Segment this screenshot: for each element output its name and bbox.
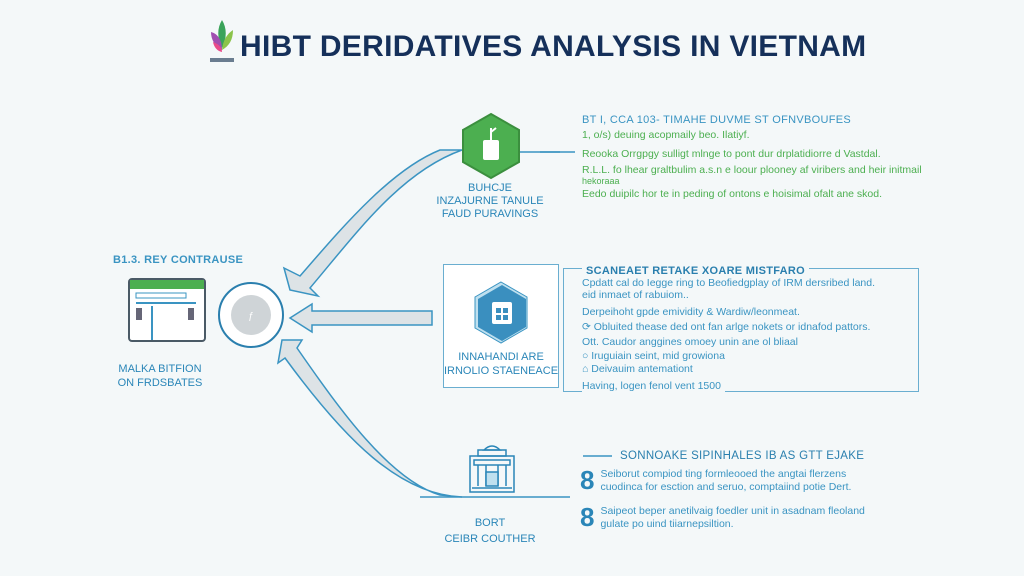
top-label: BUHCJE INZAJURNE TANULE FAUD PURAVINGS <box>420 182 560 221</box>
list-item-line: Seiborut compiod ting formleooed the ang… <box>600 467 847 480</box>
left-label-line: ON FRDSBATES <box>117 377 203 389</box>
brand-logo <box>210 20 234 62</box>
list-item: 1, o/s) deuing acopmaily beo. Ilatiyf. <box>582 129 750 141</box>
list-item: 8 Seiborut compiod ting formleooed the a… <box>580 465 865 496</box>
svg-text:ƒ: ƒ <box>248 311 254 322</box>
middle-heading-text: SCANEAET RETAKE XOARE MISTFARO <box>586 265 806 277</box>
middle-text-block: Cpdatt cal do Iegge ring to Beofiedgplay… <box>582 277 875 394</box>
list-item: Cpdatt cal do Iegge ring to Beofiedgplay… <box>582 277 876 289</box>
top-label-line: FAUD PURAVINGS <box>441 208 539 220</box>
bottom-label: BORT CEIBR COUTHER <box>430 515 550 547</box>
page-title: HIBT DERIDATIVES ANALYSIS IN VIETNAM <box>240 30 867 63</box>
list-item-text: Deivauim antemationt <box>591 363 693 375</box>
list-item: hekoraaa <box>582 176 620 186</box>
list-item-line: Saipeot beper anetilvaig foedler unit in… <box>600 504 865 517</box>
list-item: ⟳ Obluited thease ded ont fan arlge noke… <box>582 320 875 335</box>
list-item: ○ Iruguiain seint, mid growiona <box>582 350 875 363</box>
list-item: R.L.L. fo lhear graltbulim a.s.n e loour… <box>582 164 922 176</box>
top-heading: BT I, CCA 103- TIMAHE DUVME ST OFNVBOUFE… <box>582 114 852 126</box>
list-item: eid inmaet of rabuiom.. <box>582 289 689 301</box>
top-label-line: INZAJURNE TANULE <box>436 195 544 207</box>
bottom-text-block: 8 Seiborut compiod ting formleooed the a… <box>580 465 865 533</box>
arrow-to-top <box>282 149 463 298</box>
browser-window-icon <box>128 278 206 342</box>
arrow-straight <box>288 302 433 334</box>
list-item-line: gulate po uind tiiarnepsiltion. <box>600 517 734 530</box>
refresh-icon: ⟳ <box>582 321 594 333</box>
list-item: Reooka Orrgpgy sulligt mlnge to pont dur… <box>582 148 881 160</box>
list-item: Eedo duipilc hor te in peding of ontons … <box>582 188 883 200</box>
top-text-block: BT I, CCA 103- TIMAHE DUVME ST OFNVBOUFE… <box>582 114 922 202</box>
left-label: MALKA BITFION ON FRDSBATES <box>100 362 220 390</box>
list-item-text: Iruguiain seint, mid growiona <box>591 350 725 362</box>
calculator-hexagon-icon <box>474 281 528 344</box>
middle-label-line: INNAHANDI ARE <box>458 351 544 363</box>
list-item-line: cuodinca for esction and seruo, comptaii… <box>600 480 852 493</box>
bottom-label-line: CEIBR COUTHER <box>444 533 536 545</box>
left-label-line: MALKA BITFION <box>118 363 202 375</box>
bottom-heading: SONNOAKE SIPINHALES IB AS GTT EJAKE <box>620 450 865 462</box>
temple-building-icon <box>469 445 515 493</box>
list-item: Derpeihoht gpde emividity & Wardiw/leonm… <box>582 306 800 318</box>
middle-label: INNAHANDI ARE IRNOLIO STAENEACE <box>443 350 559 378</box>
list-item: Ott. Caudor anggines omoey unin ane ol b… <box>582 336 798 348</box>
middle-heading: SCANEAET RETAKE XOARE MISTFARO <box>582 261 810 279</box>
arrow-to-bottom <box>276 339 463 498</box>
item-number: 8 <box>580 465 595 495</box>
list-item-text: Obluited thease ded ont fan arlge nokets… <box>593 321 871 333</box>
middle-label-line: IRNOLIO STAENEACE <box>443 365 559 377</box>
hub-circle-icon: ƒ <box>218 282 284 348</box>
plant-hexagon-icon <box>462 112 520 180</box>
list-item: 8 Saipeot beper anetilvaig foedler unit … <box>580 502 865 533</box>
list-item: ⌂ Deivauim antemationt <box>582 363 875 376</box>
bottom-label-line: BORT <box>474 517 506 529</box>
left-heading: B1.3. REY CONTRAUSE <box>113 254 244 266</box>
item-number: 8 <box>580 502 595 532</box>
top-label-line: BUHCJE <box>467 182 512 194</box>
list-item: Having, logen fenol vent 1500 <box>582 379 725 394</box>
home-icon: ⌂ <box>582 363 592 375</box>
circle-icon: ○ <box>582 350 592 362</box>
